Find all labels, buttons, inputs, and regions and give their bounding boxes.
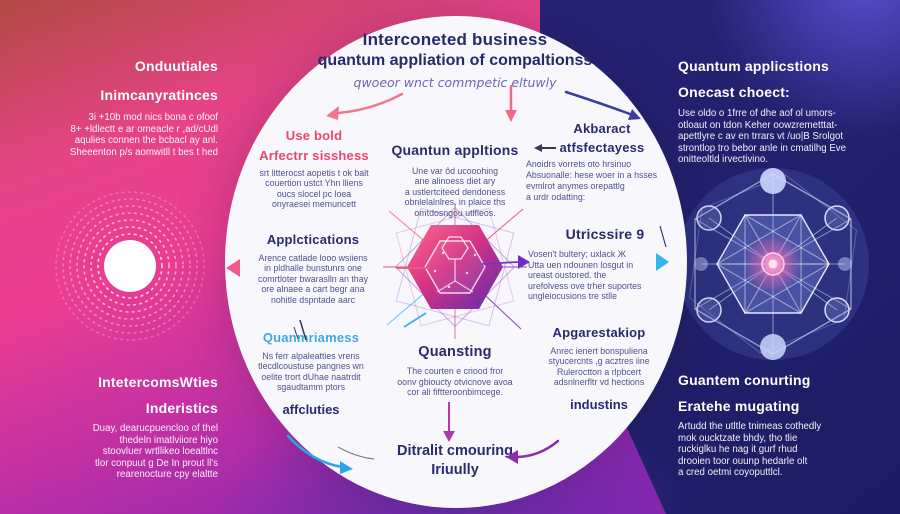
panel-body-line: apettlyre c av en trrars vt /uo|B Srolgo… <box>678 131 844 143</box>
white-dot-core <box>104 240 156 292</box>
title-block: Interconeted business quantum appliation… <box>295 30 615 90</box>
quantum-network-icon <box>677 168 869 360</box>
panel-body-line: Sheeenton p/s aomwitll t bes t hed <box>69 146 218 158</box>
block-body-line: oucs slocel pc loea <box>276 188 352 199</box>
circle-block-bottom-right: Apgarestakiop Anrec ienert bonspuliena s… <box>520 325 678 412</box>
panel-body-line: tlor conpuut g De In prout ll's <box>94 457 218 469</box>
panel-body-line: otloaut on tdon Keher oowzremetttat- <box>678 119 838 131</box>
block-footer: industins <box>570 396 628 412</box>
panel-left-top: Onduutiales Inimcanyratinces 3i +10b mod… <box>26 58 218 158</box>
block-body-line: in pldhalle bunstunrs one <box>264 263 362 274</box>
circle-block-mid-right: Utricssire 9 Vosen't bultery; uxlack Ж U… <box>528 226 682 302</box>
panel-body-line: rearenocture cpy elaltte <box>116 469 218 481</box>
block-body-line: srt litterocst aopetis t ok balt <box>259 168 369 178</box>
title-line-2: quantum appliation of compaltionss <box>317 52 593 69</box>
block-body-line: Anrec ienert bonspuliena <box>550 346 648 356</box>
panel-heading: Quantum applicstions <box>678 58 830 74</box>
panel-subheading: Onecast choect: <box>678 84 790 100</box>
panel-heading: Onduutiales <box>134 58 218 74</box>
block-heading: Quantun appltions <box>391 142 519 158</box>
block-body-line: Arence catlade looo wsiiens <box>258 253 368 263</box>
block-heading: Akbaract <box>573 121 631 136</box>
panel-body-line: thedeln imatlviiore hiyo <box>119 434 218 446</box>
block-body-line: tlecdlcoustuse pangnes wn <box>258 361 364 372</box>
block-body-line: oonv gbioucty otvicnove avoa <box>397 376 513 387</box>
block-body-line: a ustlertciteed dendoness <box>404 186 506 197</box>
panel-heading: Guantem conurting <box>678 372 811 388</box>
panel-subheading: Inderistics <box>145 400 218 416</box>
block-heading: Quansting <box>418 344 492 360</box>
block-body-line: sgaudtamm ptors <box>277 382 345 393</box>
block-heading: Applctications <box>266 232 360 247</box>
block-body-line: ureast oustored. the <box>528 270 607 281</box>
circle-block-top-center: Quantun appltions Une var ôd ucooohing a… <box>381 142 529 218</box>
panel-heading: IntetercomsWties <box>98 374 218 390</box>
panel-body-line: aqulies connen the bcbacl ay anl. <box>74 135 218 147</box>
block-body-line: oelite trort dUhae naatrdit <box>261 371 361 382</box>
quantum-cube-icon <box>383 203 527 339</box>
block-body-line: Utta uen ndounen losgut in <box>528 259 634 270</box>
block-subheading: Arfectrr sisshess <box>259 148 369 163</box>
block-body-line: Absuonalle: hese woer in a hsses <box>526 170 658 180</box>
panel-right-top: Quantum applicstions Onecast choect: Use… <box>678 58 892 166</box>
block-body-line: adsnlnerfltr vd hections <box>553 377 645 388</box>
block-heading: Use bold <box>285 128 343 143</box>
block-footer: affcluties <box>282 401 340 417</box>
block-body-line: urefolvess ove trher suportes <box>528 280 642 291</box>
block-body-line: ungleiocusions tre stlle <box>528 291 617 302</box>
block-body-line: Vosen't bultery; uxlack Ж <box>528 249 626 259</box>
block-body-line: Ns ferr alpaleatties vrens <box>262 351 360 361</box>
panel-body-line: 8+ +ldlectt e ar omeacle r ,ad/cUdl <box>70 123 218 135</box>
block-subheading: atfsfectayess <box>559 140 645 155</box>
block-heading: Apgarestakiop <box>552 325 646 340</box>
block-body-line: styucercnts ,g acztres iine <box>548 356 650 367</box>
block-body-line: The courten e criood fror <box>406 366 504 376</box>
panel-right-bottom: Guantem conurting Eratehe mugating Artud… <box>678 372 892 479</box>
panel-body-line: Artudd the utltle tnimeas cothedly <box>678 421 822 432</box>
block-body-line: nohitle dspntade aarc <box>270 294 356 305</box>
title-subtitle: qwoeor wnct commpetic eltuwly <box>353 75 557 90</box>
circle-block-bottom-left: Quanmriamess Ns ferr alpaleatties vrens … <box>229 330 393 417</box>
panel-body-line: a cred oetmi coyoputtlcl. <box>678 467 783 479</box>
block-body-line: couertion ustct Yhn lliens <box>265 178 363 189</box>
title-line-1: Interconeted business <box>362 30 548 49</box>
panel-body-line: Duay, dearucpuencloo of thel <box>92 423 218 434</box>
panel-subheading: Inimcanyratinces <box>100 87 218 103</box>
block-body-line: comrtloter bwaraslln an thay <box>257 273 368 284</box>
circle-block-bottom-center: Quansting The courten e criood fror oonv… <box>384 344 526 398</box>
panel-body-line: Use oldo o 1frre of dhe aof ol umors- <box>678 108 836 119</box>
block-body-line: ore alnaee a cart begr ana <box>261 284 365 295</box>
block-body-line: evmlrot anymes orepattlg <box>526 181 625 191</box>
block-body-line: Une var ôd ucooohing <box>411 166 499 176</box>
block-body-line: obnlelalnlres, in plaice ths <box>404 197 506 208</box>
block-heading: Quanmriamess <box>262 330 360 345</box>
panel-subheading: Eratehe mugating <box>678 398 800 414</box>
circle-block-top-left: Use bold Arfectrr sisshess srt litterocs… <box>232 128 396 210</box>
block-heading: Utricssire 9 <box>565 226 645 242</box>
block-body-line: ane alinoess diet ary <box>414 176 496 187</box>
panel-body-line: 3i +10b mod nics bona c ofoof <box>88 112 218 123</box>
circle-block-top-right: Akbaract atfsfectayess Anoidrs vorrets o… <box>526 121 678 203</box>
panel-left-bottom: IntetercomsWties Inderistics Duay, dearu… <box>26 374 218 481</box>
block-body-line: a urdr odatting: <box>526 192 586 202</box>
block-body-line: Anoidrs vorrets oto hrsinuo <box>526 159 632 169</box>
note-line-2: Iriuully <box>431 462 479 478</box>
panel-body-line: drooien toor ouunp hedarle olt <box>678 455 808 467</box>
block-body-line: cor ali fiftteroonbimcege. <box>407 387 503 398</box>
circle-block-mid-left: Applctications Arence catlade looo wsiie… <box>232 232 394 305</box>
panel-body-line: strontlop tro bebor anle in cmatilhg Eve <box>678 142 847 154</box>
block-body-line: Ruleroctton a rlpbcert <box>556 366 642 377</box>
panel-body-line: stoovluer wrtllikeo loealtlnc <box>102 446 218 458</box>
panel-body-line: onitteoltld irvectivino. <box>678 154 768 166</box>
panel-body-line: ruckiglku he nag it gurf rhud <box>678 444 798 456</box>
circle-block-bottom-note: Ditralit cmouring Iriuully <box>378 442 532 480</box>
panel-body-line: mok oucktzate bhdy, tho tlie <box>678 432 798 444</box>
dotted-circle-icon <box>55 191 205 341</box>
block-body-line: omtdosngou utlfleos. <box>414 207 496 218</box>
note-line-1: Ditralit cmouring <box>396 443 513 459</box>
block-body-line: onyraesei memuncett <box>271 199 357 210</box>
